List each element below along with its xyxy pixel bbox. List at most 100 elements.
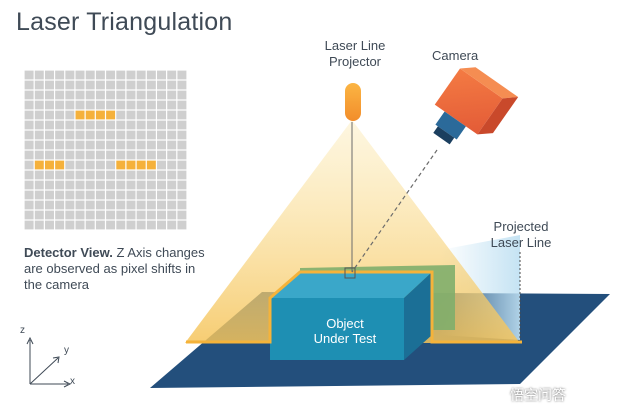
detector-pixel [136, 100, 146, 110]
detector-pixel [146, 210, 156, 220]
detector-pixel [167, 90, 177, 100]
detector-pixel [177, 140, 187, 150]
detector-pixel [106, 190, 116, 200]
detector-pixel [44, 100, 54, 110]
detector-pixel [65, 130, 75, 140]
y-axis-label: y [64, 345, 69, 356]
detector-pixel [126, 100, 136, 110]
detector-pixel [55, 120, 65, 130]
detector-pixel [55, 210, 65, 220]
detector-pixel [136, 70, 146, 80]
detector-pixel [126, 150, 136, 160]
detector-pixel [106, 160, 116, 170]
detector-pixel [55, 70, 65, 80]
detector-grid [24, 70, 187, 230]
detector-pixel [177, 90, 187, 100]
detector-pixel [65, 150, 75, 160]
detector-pixel [34, 210, 44, 220]
detector-pixel [24, 100, 34, 110]
detector-pixel [95, 70, 105, 80]
detector-pixel [95, 140, 105, 150]
detector-pixel [95, 100, 105, 110]
detector-pixel [126, 70, 136, 80]
detector-pixel [65, 220, 75, 230]
detector-pixel [85, 180, 95, 190]
detector-pixel-lit [55, 160, 65, 170]
detector-pixel [95, 160, 105, 170]
detector-pixel [44, 90, 54, 100]
detector-pixel [75, 90, 85, 100]
detector-caption: Detector View. Z Axis changes are observ… [24, 245, 214, 293]
detector-pixel [24, 80, 34, 90]
detector-pixel [167, 100, 177, 110]
watermark-logo: 悟空问答 [510, 387, 566, 403]
detector-pixel [65, 80, 75, 90]
detector-pixel [136, 220, 146, 230]
detector-pixel [157, 100, 167, 110]
detector-pixel [34, 70, 44, 80]
detector-pixel [136, 80, 146, 90]
x-axis-label: x [70, 376, 75, 387]
detector-pixel [44, 190, 54, 200]
detector-pixel [65, 180, 75, 190]
detector-pixel [126, 220, 136, 230]
detector-pixel [157, 180, 167, 190]
z-axis-label: z [20, 325, 25, 336]
detector-pixel [55, 110, 65, 120]
detector-pixel [55, 170, 65, 180]
detector-pixel [146, 110, 156, 120]
detector-pixel [24, 90, 34, 100]
detector-pixel [116, 190, 126, 200]
detector-pixel [136, 150, 146, 160]
detector-pixel [136, 110, 146, 120]
detector-pixel [126, 170, 136, 180]
detector-pixel [65, 100, 75, 110]
detector-pixel [24, 210, 34, 220]
detector-pixel [177, 130, 187, 140]
detector-pixel [106, 70, 116, 80]
detector-pixel [24, 110, 34, 120]
detector-pixel [34, 140, 44, 150]
detector-pixel [177, 220, 187, 230]
detector-pixel [157, 200, 167, 210]
detector-pixel-lit [95, 110, 105, 120]
detector-pixel [75, 70, 85, 80]
detector-pixel [106, 200, 116, 210]
detector-pixel [85, 90, 95, 100]
detector-pixel [65, 70, 75, 80]
detector-pixel [146, 170, 156, 180]
detector-pixel-lit [116, 160, 126, 170]
detector-pixel [95, 150, 105, 160]
detector-pixel [136, 180, 146, 190]
detector-pixel [85, 70, 95, 80]
detector-pixel [75, 210, 85, 220]
detector-pixel [157, 190, 167, 200]
detector-pixel [177, 190, 187, 200]
detector-pixel [65, 190, 75, 200]
detector-pixel [65, 210, 75, 220]
detector-pixel [126, 180, 136, 190]
object-front-face [270, 298, 404, 360]
detector-pixel [146, 70, 156, 80]
detector-pixel [34, 150, 44, 160]
detector-pixel [65, 140, 75, 150]
detector-pixel [106, 120, 116, 130]
target-marker [344, 267, 356, 279]
detector-pixel [126, 120, 136, 130]
detector-pixel [116, 80, 126, 90]
detector-pixel [177, 120, 187, 130]
detector-pixel [136, 140, 146, 150]
detector-pixel [95, 120, 105, 130]
detector-pixel [167, 110, 177, 120]
detector-pixel [24, 220, 34, 230]
detector-pixel [177, 70, 187, 80]
detector-pixel [106, 130, 116, 140]
detector-pixel [85, 130, 95, 140]
detector-pixel [116, 220, 126, 230]
detector-pixel [85, 150, 95, 160]
detector-pixel [95, 200, 105, 210]
detector-pixel [24, 70, 34, 80]
detector-caption-text: Z Axis changes are observed as pixel shi… [24, 245, 205, 292]
detector-pixel [126, 200, 136, 210]
detector-pixel [24, 160, 34, 170]
